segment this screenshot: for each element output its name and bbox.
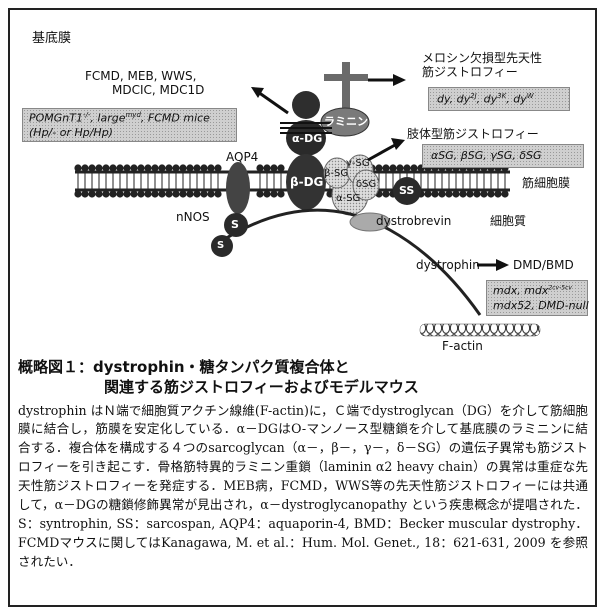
arrow-fcmd <box>257 90 289 115</box>
sarcospan-label: SS <box>399 184 415 197</box>
sg-mice-box: αSG, βSG, γSG, δSG <box>422 144 584 168</box>
caption-title-line1: 概略図１：dystrophin・糖タンパク質複合体と <box>18 358 350 376</box>
aqp4-label: AQP4 <box>226 150 259 164</box>
sarcospan-shape <box>393 177 421 205</box>
basement-membrane-label: 基底膜 <box>32 31 72 46</box>
f-actin-shape <box>419 323 541 337</box>
gamma-sg-label: γ-SG <box>346 158 370 169</box>
syntrophin-shape-1 <box>224 213 248 237</box>
alpha-sg-label: α-SG <box>336 193 361 204</box>
mice-box: POMGnT1-/-, largemyd, FCMD mice (Hp/- or… <box>22 108 237 142</box>
dystrophin-curve <box>219 208 482 316</box>
arrow-limb-girdle <box>367 143 396 162</box>
caption-title: 概略図１：dystrophin・糖タンパク質複合体と 関連する筋ジストロフィーお… <box>18 357 588 398</box>
mdx-mice-box: mdx, mdx2cv-5cv mdx52, DMD-null <box>486 280 589 316</box>
dy-mice-text: dy, dy2J, dy3K, dyW <box>437 92 534 106</box>
dy-mice-box: dy, dy2J, dy3K, dyW <box>428 87 570 111</box>
beta-sg-label: β-SG <box>324 168 349 179</box>
nnos-label: nNOS <box>176 210 210 224</box>
figure-frame: 基底膜 FCMD, MEB, WWS, MDCIC, MDC1D POMGnT1… <box>8 8 597 607</box>
fcmd-label-line2: MDCIC, MDC1D <box>112 83 205 97</box>
mice-box-line2: (Hp/- or Hp/Hp) <box>29 126 113 139</box>
syntrophin-shape-2 <box>211 235 233 257</box>
laminin-label: ラミニン <box>324 115 368 128</box>
dystrophin-label: dystrophin <box>416 258 480 272</box>
dmd-bmd-label: DMD/BMD <box>513 258 574 272</box>
arrow-merosin-head <box>393 74 406 86</box>
limb-girdle-label: 肢体型筋ジストロフィー <box>407 127 539 141</box>
mdx-line2: mdx52, DMD-null <box>493 299 589 312</box>
arrow-dmd-head <box>496 259 509 271</box>
aqp4-shape <box>226 162 250 214</box>
dystrobrevin-label: dystrobrevin <box>376 214 452 228</box>
figure-caption: 概略図１：dystrophin・糖タンパク質複合体と 関連する筋ジストロフィーお… <box>18 357 588 572</box>
alpha-dg-shape <box>280 91 332 156</box>
delta-sg-label: δSG <box>356 179 377 190</box>
mdx-line1: mdx, mdx2cv-5cv <box>493 284 572 297</box>
merosin-label-line2: 筋ジストロフィー <box>422 65 518 79</box>
beta-dg-label: β-DG <box>290 175 324 189</box>
syntrophin-label-2: S <box>217 240 225 251</box>
syntrophin-label-1: S <box>231 218 239 231</box>
sarcolemma-label: 筋細胞膜 <box>522 176 571 190</box>
caption-title-line2: 関連する筋ジストロフィーおよびモデルマウス <box>104 378 419 397</box>
sg-mice-text: αSG, βSG, γSG, δSG <box>431 149 542 162</box>
mice-box-line1: POMGnT1-/-, largemyd, FCMD mice <box>29 111 210 125</box>
merosin-label-line1: メロシン欠損型先天性 <box>422 51 543 65</box>
diagram-graphics <box>74 62 541 337</box>
caption-body: dystrophin はＮ端で細胞質アクチン線維(F-actin)に，Ｃ端でdy… <box>18 402 588 569</box>
alpha-dg-label: α-DG <box>292 132 323 145</box>
dgc-diagram: 基底膜 FCMD, MEB, WWS, MDCIC, MDC1D POMGnT1… <box>10 10 595 355</box>
dystrobrevin-shape <box>349 212 391 232</box>
f-actin-label: F-actin <box>442 339 483 353</box>
arrow-limb-girdle-head <box>391 138 405 150</box>
beta-dg-shape <box>286 154 326 210</box>
fcmd-label-line1: FCMD, MEB, WWS, <box>85 69 197 83</box>
cytoplasm-label: 細胞質 <box>490 214 527 228</box>
arrow-fcmd-head <box>251 87 264 98</box>
sarcoglycan-cluster <box>323 154 380 216</box>
